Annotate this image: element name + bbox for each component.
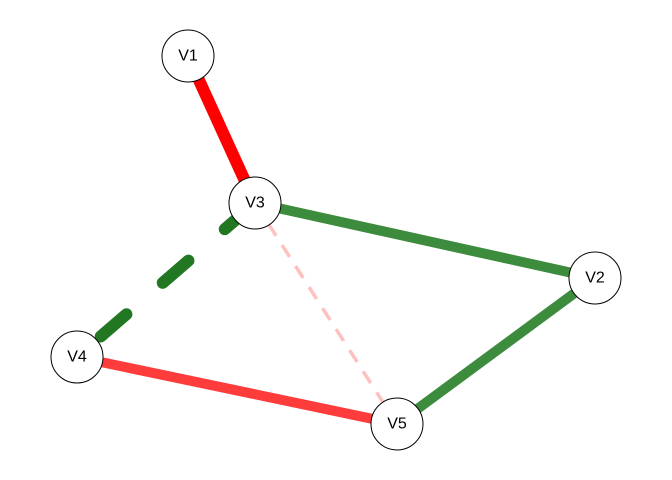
- edge-v3-v5: [253, 202, 399, 425]
- node-v3: V3: [228, 176, 282, 230]
- node-label: V4: [67, 349, 87, 366]
- edge-v5-v2: [394, 273, 598, 429]
- node-v2: V2: [568, 251, 622, 305]
- edge-v1-v3: [182, 53, 261, 206]
- node-circle: [568, 251, 622, 305]
- edge-v3-v2: [253, 198, 597, 283]
- node-label: V5: [387, 416, 407, 433]
- node-circle: [50, 330, 104, 384]
- node-label: V2: [585, 270, 605, 287]
- node-circle: [228, 176, 282, 230]
- edges-layer: [71, 53, 598, 429]
- edge-v4-v5: [75, 352, 399, 429]
- node-label: V3: [245, 195, 265, 212]
- edge-v3-v4: [71, 197, 261, 363]
- node-v1: V1: [161, 29, 215, 83]
- node-circle: [370, 397, 424, 451]
- node-v5: V5: [370, 397, 424, 451]
- node-label: V1: [178, 48, 198, 65]
- node-v4: V4: [50, 330, 104, 384]
- node-circle: [161, 29, 215, 83]
